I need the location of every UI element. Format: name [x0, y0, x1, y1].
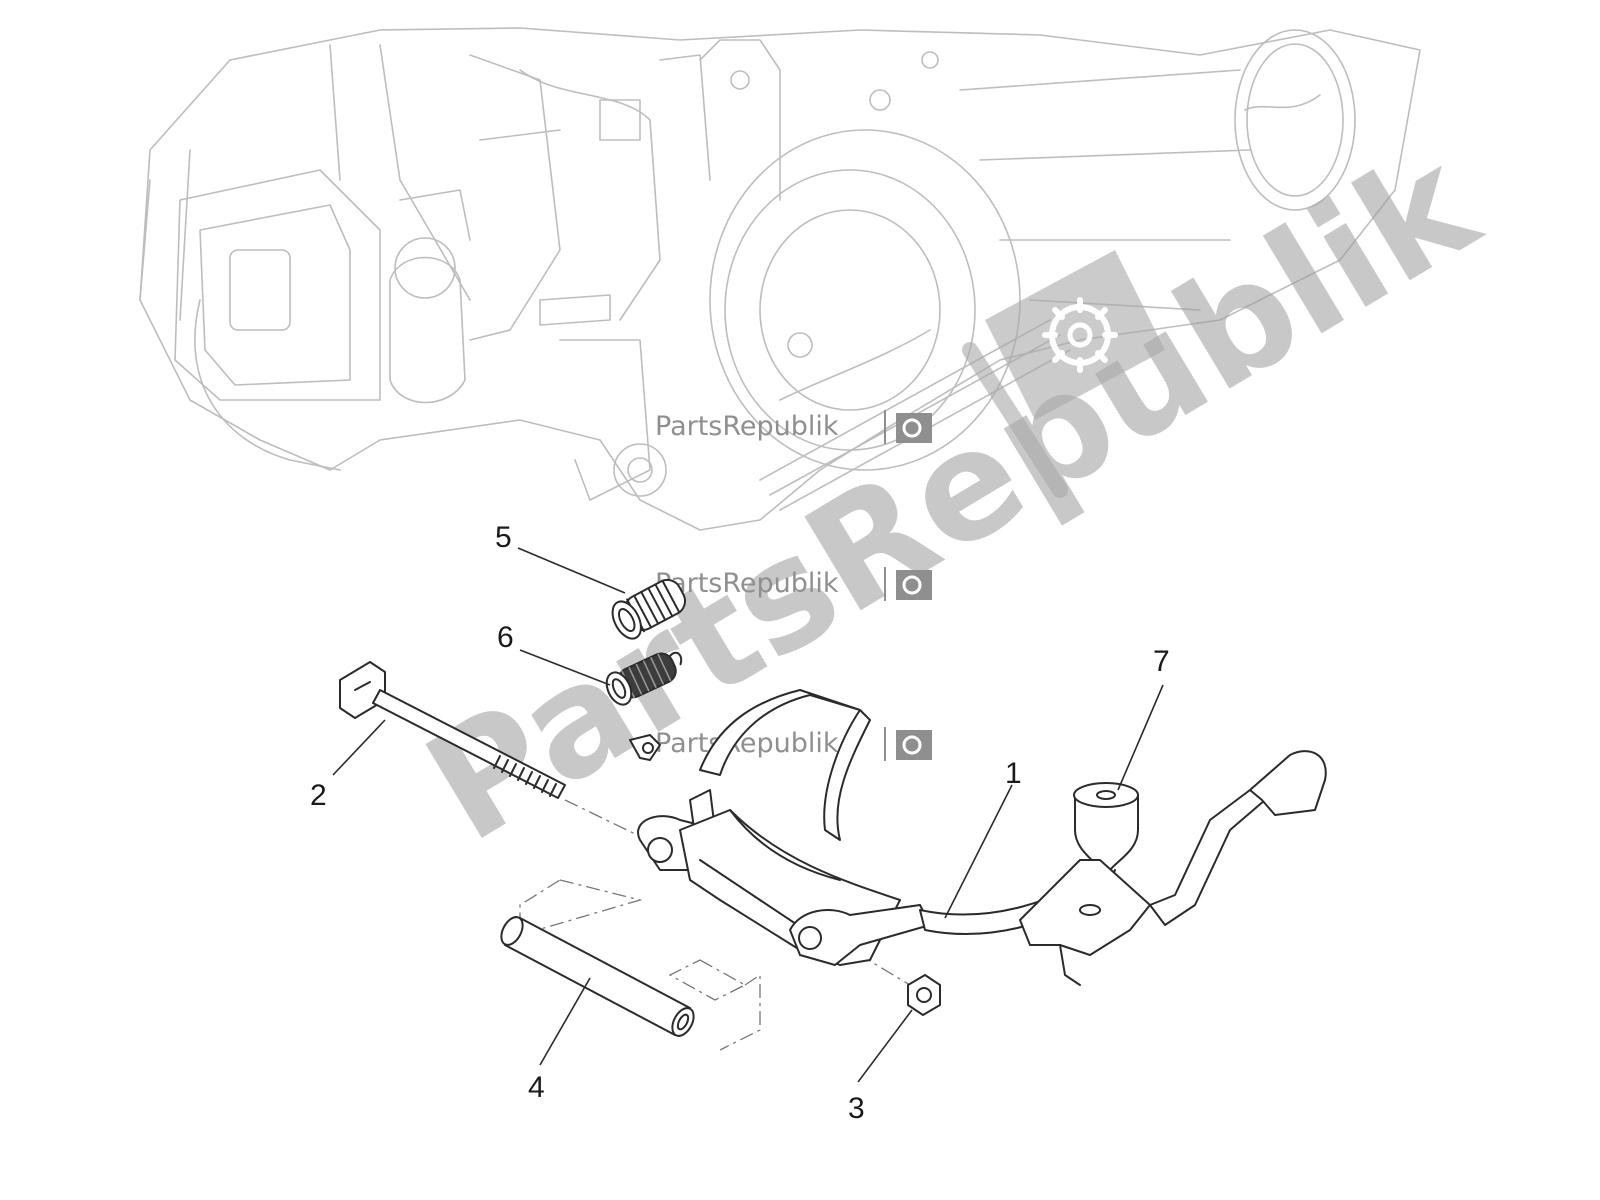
callout-7: 7	[1153, 645, 1170, 678]
gear-icon	[902, 735, 922, 755]
callout-4: 4	[528, 1071, 545, 1104]
gear-icon	[902, 418, 922, 438]
watermark-small-text: PartsRepublik	[655, 728, 839, 759]
callout-5: 5	[495, 521, 512, 554]
watermark-small-1: PartsRepublik	[655, 410, 932, 444]
part-5-spring	[611, 578, 687, 640]
callout-1: 1	[1005, 757, 1022, 790]
watermark-small-text: PartsRepublik	[655, 568, 839, 599]
leader-lines	[332, 547, 1164, 1083]
callout-2: 2	[310, 779, 327, 812]
watermark-small-text: PartsRepublik	[655, 411, 839, 442]
part-3-nut	[907, 974, 941, 1016]
callout-6: 6	[497, 621, 514, 654]
engine-outline	[139, 27, 1421, 531]
part-2-bolt	[339, 661, 566, 799]
gear-icon	[902, 575, 922, 595]
part-1-centre-stand	[629, 689, 1327, 986]
watermark-small-2: PartsRepublik	[655, 567, 932, 601]
part-7-rubber-foot	[1073, 782, 1139, 896]
callout-3: 3	[848, 1092, 865, 1125]
watermark-small-3: PartsRepublik	[655, 727, 932, 761]
callouts: 1 2 3 4 5 6 7	[310, 521, 1170, 1125]
part-4-tube	[500, 916, 695, 1037]
part-6-spring	[605, 651, 683, 706]
watermark-flag-icon	[962, 250, 1165, 498]
